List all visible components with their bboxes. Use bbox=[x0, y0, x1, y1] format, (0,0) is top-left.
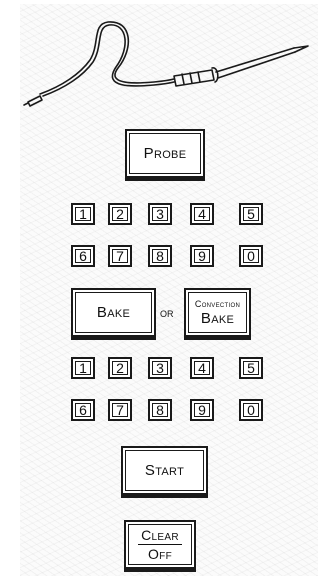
convection-bake-line1: Convection bbox=[195, 300, 240, 309]
keypad2-key-9[interactable]: 9 bbox=[190, 399, 214, 421]
convection-bake-line2: Bake bbox=[201, 311, 234, 326]
keypad2-key-7[interactable]: 7 bbox=[108, 399, 132, 421]
or-label: or bbox=[160, 305, 174, 320]
keypad2-key-8[interactable]: 8 bbox=[148, 399, 172, 421]
keypad1-key-5[interactable]: 5 bbox=[239, 203, 263, 225]
keypad2-key-5[interactable]: 5 bbox=[239, 357, 263, 379]
off-label: Off bbox=[148, 545, 172, 562]
probe-button[interactable]: Probe bbox=[125, 129, 205, 181]
keypad1-key-8[interactable]: 8 bbox=[148, 245, 172, 267]
keypad2-key-0[interactable]: 0 bbox=[239, 399, 263, 421]
keypad1-key-0[interactable]: 0 bbox=[239, 245, 263, 267]
keypad1-key-4[interactable]: 4 bbox=[190, 203, 214, 225]
start-button[interactable]: Start bbox=[121, 446, 208, 498]
keypad2-key-2[interactable]: 2 bbox=[108, 357, 132, 379]
keypad1-key-2[interactable]: 2 bbox=[108, 203, 132, 225]
keypad2-key-3[interactable]: 3 bbox=[148, 357, 172, 379]
keypad1-key-1[interactable]: 1 bbox=[71, 203, 95, 225]
keypad1-key-3[interactable]: 3 bbox=[148, 203, 172, 225]
keypad1-key-6[interactable]: 6 bbox=[71, 245, 95, 267]
clear-off-button[interactable]: Clear Off bbox=[124, 520, 196, 572]
keypad2-key-4[interactable]: 4 bbox=[190, 357, 214, 379]
keypad1-key-9[interactable]: 9 bbox=[190, 245, 214, 267]
bake-button[interactable]: Bake bbox=[71, 288, 156, 340]
keypad2-key-6[interactable]: 6 bbox=[71, 399, 95, 421]
keypad2-key-1[interactable]: 1 bbox=[71, 357, 95, 379]
keypad1-key-7[interactable]: 7 bbox=[108, 245, 132, 267]
convection-bake-button[interactable]: Convection Bake bbox=[184, 288, 251, 340]
clear-label: Clear bbox=[138, 528, 182, 545]
meat-probe-icon bbox=[22, 10, 314, 110]
